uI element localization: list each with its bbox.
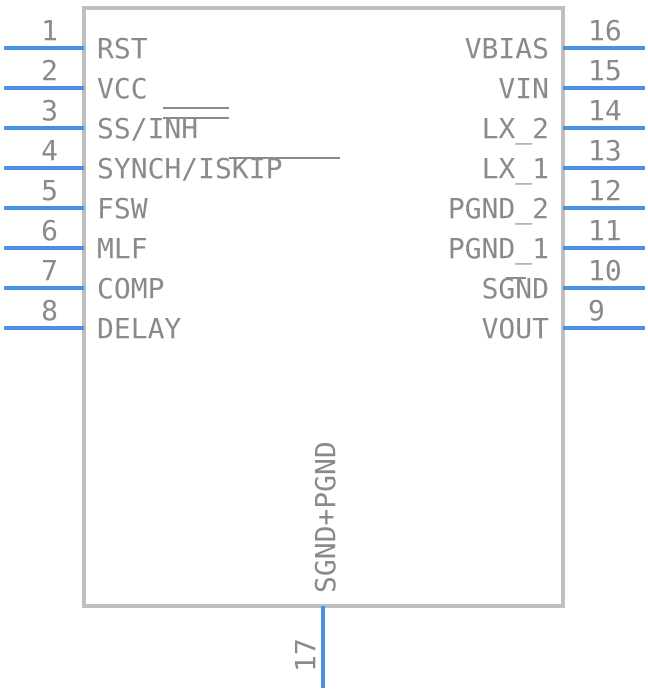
pin-name-10: SGND bbox=[482, 272, 549, 305]
pin-number-2: 2 bbox=[41, 54, 58, 87]
pin-number-1: 1 bbox=[41, 14, 58, 47]
pin-number-12: 12 bbox=[588, 174, 622, 207]
pin-number-15: 15 bbox=[588, 54, 622, 87]
pin-number-16: 16 bbox=[588, 14, 622, 47]
pin-name-4: SYNCH/ISKIP bbox=[97, 152, 282, 185]
pin-number-3: 3 bbox=[41, 94, 58, 127]
pin-number-9: 9 bbox=[588, 294, 605, 327]
pin-name-15: VIN bbox=[498, 72, 549, 105]
pin-number-14: 14 bbox=[588, 94, 622, 127]
pin-number-7: 7 bbox=[41, 254, 58, 287]
pin-name-13: LX_1 bbox=[482, 152, 549, 186]
pin-number-10: 10 bbox=[588, 254, 622, 287]
pin-name-16: VBIAS bbox=[465, 32, 549, 65]
pin-number-5: 5 bbox=[41, 174, 58, 207]
pin-name-9: VOUT bbox=[482, 312, 550, 345]
pin-number-4: 4 bbox=[41, 134, 58, 167]
pin-name-6: MLF bbox=[97, 232, 148, 265]
pin-number-8: 8 bbox=[41, 294, 58, 327]
pin-name-7: COMP bbox=[97, 272, 164, 305]
pin-name-14: LX_2 bbox=[482, 112, 549, 146]
pin-number-11: 11 bbox=[588, 214, 622, 247]
pin-name-2: VCC bbox=[97, 72, 148, 105]
pin-name-1: RST bbox=[97, 32, 148, 65]
pin-number-17: 17 bbox=[289, 638, 322, 672]
pin-name-17: SGND+PGND bbox=[309, 441, 342, 593]
pin-number-6: 6 bbox=[41, 214, 58, 247]
pin-name-12: PGND_2 bbox=[448, 192, 549, 226]
pin-number-13: 13 bbox=[588, 134, 622, 167]
pin-name-11: PGND_1 bbox=[448, 232, 549, 266]
pin-name-3: SS/INH bbox=[97, 112, 198, 145]
pin-name-5: FSW bbox=[97, 192, 148, 225]
pin-name-8: DELAY bbox=[97, 312, 181, 345]
